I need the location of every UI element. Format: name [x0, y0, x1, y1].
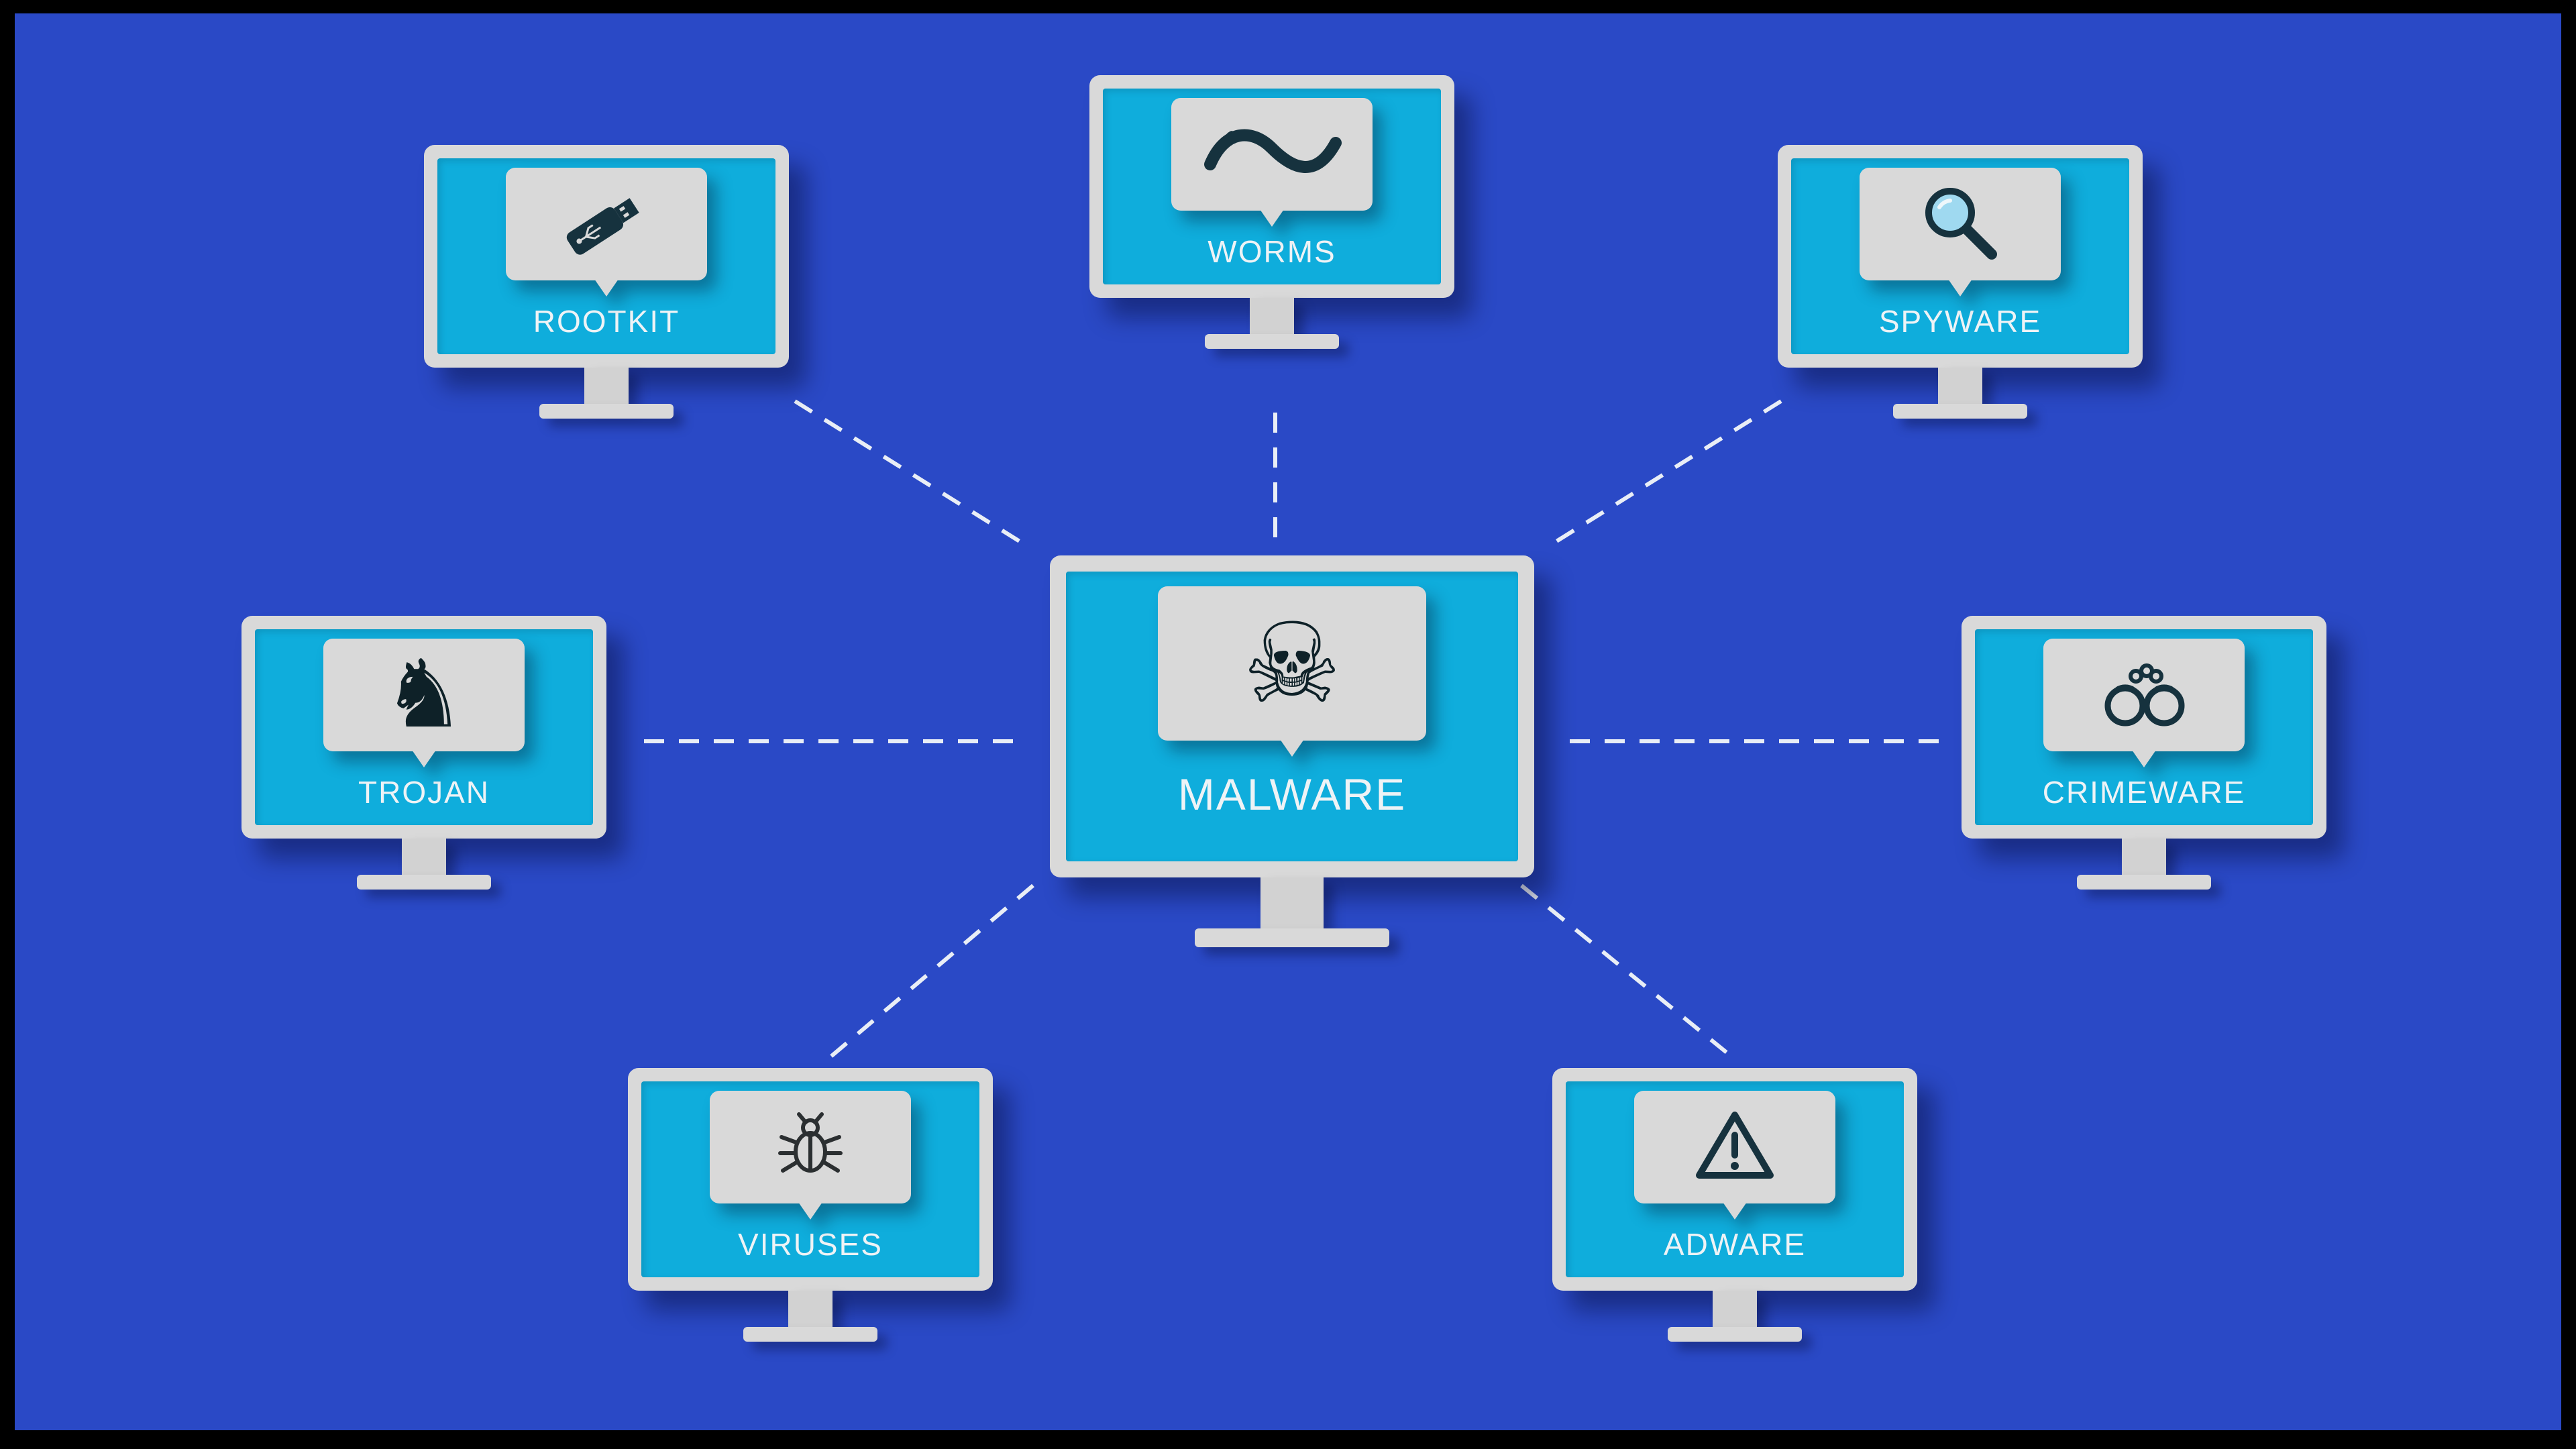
monitor-stand-neck: [1260, 877, 1324, 928]
node-label: TROJAN: [358, 775, 490, 810]
monitor-frame: VIRUSES: [628, 1068, 993, 1291]
node-label: WORMS: [1208, 234, 1336, 269]
monitor-stand-base: [357, 875, 491, 890]
monitor-frame: ☠ MALWARE: [1050, 555, 1534, 877]
speech-bubble: [1634, 1091, 1835, 1203]
node-label: MALWARE: [1177, 769, 1407, 819]
monitor-screen: ADWARE: [1566, 1081, 1904, 1277]
speech-bubble: [1171, 98, 1373, 211]
monitor-stand-neck: [1938, 368, 1982, 404]
warning-icon: [1691, 1106, 1778, 1189]
monitor-screen: ROOTKIT: [437, 158, 775, 354]
speech-bubble-wrap: ♞: [323, 629, 525, 751]
monitor-stand-base: [1893, 404, 2027, 419]
monitor-stand-neck: [1713, 1291, 1757, 1327]
monitor-stand-neck: [584, 368, 629, 404]
monitor-worms: WORMS: [1089, 75, 1454, 349]
monitor-screen: WORMS: [1103, 89, 1441, 284]
usb-drive-icon: [549, 182, 663, 266]
monitor-viruses: VIRUSES: [628, 1068, 993, 1342]
monitor-screen: SPYWARE: [1791, 158, 2129, 354]
speech-bubble-wrap: [1171, 89, 1373, 211]
monitor-frame: CRIMEWARE: [1962, 616, 2326, 839]
monitor-stand-base: [1205, 334, 1339, 349]
node-label: VIRUSES: [738, 1227, 883, 1262]
skull-crossbones-icon: ☠: [1242, 598, 1342, 728]
speech-bubble-wrap: [1860, 158, 2061, 280]
monitor-screen: ☠ MALWARE: [1066, 572, 1518, 861]
node-label: ROOTKIT: [533, 304, 680, 339]
monitor-stand-neck: [402, 839, 446, 875]
monitor-frame: ♞ TROJAN: [241, 616, 606, 839]
monitor-stand-base: [1668, 1327, 1802, 1342]
monitor-trojan: ♞ TROJAN: [241, 616, 606, 890]
bug-icon: [767, 1102, 854, 1193]
monitor-frame: SPYWARE: [1778, 145, 2143, 368]
monitor-frame: WORMS: [1089, 75, 1454, 298]
speech-bubble-wrap: [2043, 629, 2245, 751]
chess-knight-icon: ♞: [382, 640, 466, 749]
speech-bubble: [2043, 639, 2245, 751]
edge-malware-spyware: [1550, 399, 1782, 547]
edge-malware-rootkit: [794, 399, 1026, 547]
speech-bubble: ☠: [1158, 586, 1426, 741]
speech-bubble-wrap: [1634, 1081, 1835, 1203]
monitor-stand-neck: [788, 1291, 833, 1327]
monitor-stand-neck: [1250, 298, 1294, 334]
speech-bubble-wrap: [506, 158, 707, 280]
monitor-crimeware: CRIMEWARE: [1962, 616, 2326, 890]
monitor-screen: VIRUSES: [641, 1081, 979, 1277]
monitor-stand-base: [743, 1327, 877, 1342]
monitor-stand-base: [1195, 928, 1389, 947]
speech-bubble: [1860, 168, 2061, 280]
node-label: ADWARE: [1663, 1227, 1807, 1262]
node-label: SPYWARE: [1878, 304, 2042, 339]
magnifier-icon: [1917, 179, 2004, 270]
monitor-spyware: SPYWARE: [1778, 145, 2143, 419]
speech-bubble: [710, 1091, 911, 1203]
speech-bubble: [506, 168, 707, 280]
diagram-background: ROOTKIT WORMS: [15, 13, 2561, 1430]
monitor-screen: ♞ TROJAN: [255, 629, 593, 825]
monitor-malware: ☠ MALWARE: [1050, 555, 1534, 947]
speech-bubble-wrap: ☠: [1158, 572, 1426, 741]
edge-malware-adware: [1520, 883, 1735, 1061]
monitor-screen: CRIMEWARE: [1975, 629, 2313, 825]
monitor-stand-base: [2077, 875, 2211, 890]
speech-bubble: ♞: [323, 639, 525, 751]
monitor-frame: ADWARE: [1552, 1068, 1917, 1291]
monitor-adware: ADWARE: [1552, 1068, 1917, 1342]
monitor-frame: ROOTKIT: [424, 145, 789, 368]
node-label: CRIMEWARE: [2042, 775, 2246, 810]
edge-malware-viruses: [827, 883, 1034, 1061]
speech-bubble-wrap: [710, 1081, 911, 1203]
worm-icon: [1198, 116, 1346, 193]
monitor-stand-base: [539, 404, 674, 419]
monitor-rootkit: ROOTKIT: [424, 145, 789, 419]
handcuffs-icon: [2090, 653, 2198, 737]
edge-lines: [644, 399, 1949, 1061]
monitor-stand-neck: [2122, 839, 2166, 875]
